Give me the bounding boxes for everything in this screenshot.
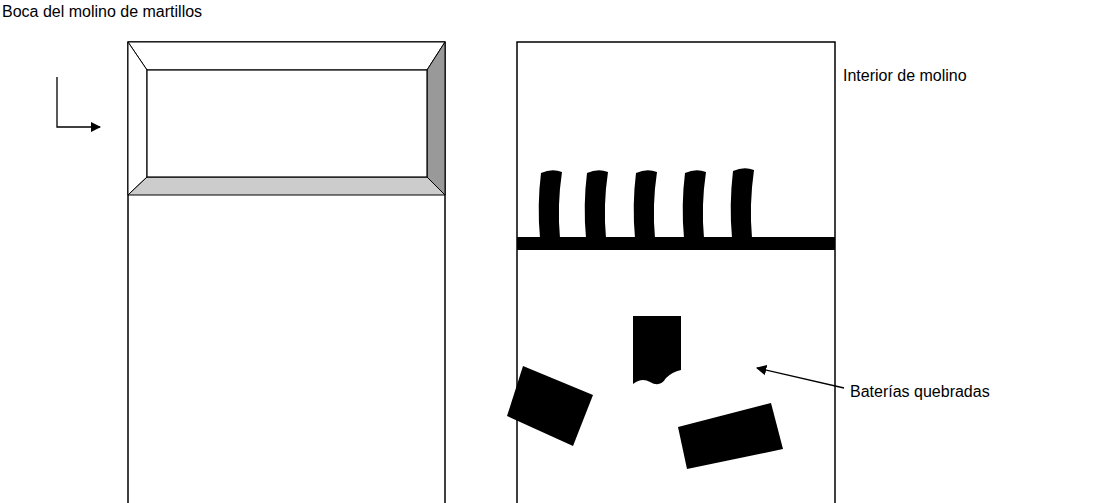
pointer-arrow: [57, 77, 100, 127]
hammers: [539, 168, 754, 238]
label: Boca del molino de martillos: [2, 2, 202, 21]
label: Baterías quebradas: [850, 382, 990, 401]
mill-mouth: [128, 42, 445, 195]
mill-housing: [128, 42, 445, 503]
label: Interior de molino: [843, 66, 967, 85]
broken-batteries: [507, 316, 783, 469]
hammer-shaft: [517, 237, 835, 250]
leader-arrow: [757, 368, 844, 388]
